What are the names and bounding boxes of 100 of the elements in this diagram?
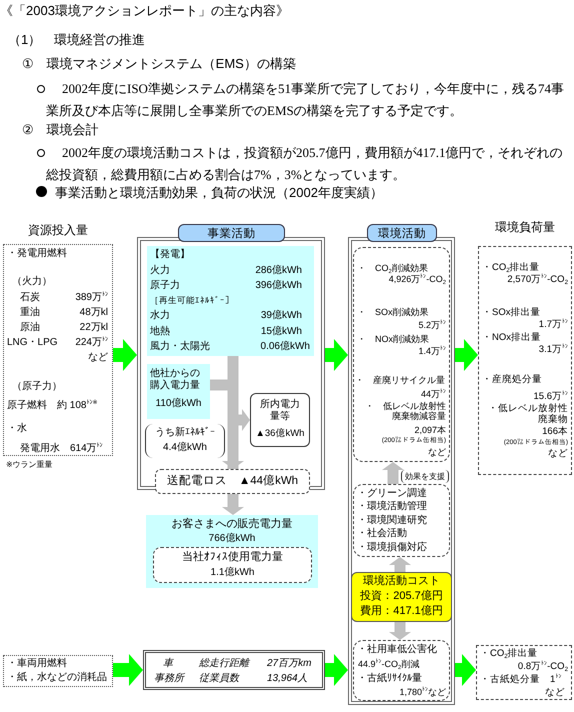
node-text: ・SOx排出量 [482, 308, 540, 319]
node-text: ・ NOx削減効果 [357, 334, 429, 344]
node-text: 風力・太陽光 [150, 341, 210, 352]
arrow [222, 494, 244, 515]
chart-heading: 事業活動と環境活動効果，負荷の状況（2002年度実績） [55, 184, 383, 202]
measure-box [353, 484, 450, 557]
node-text: 1.4万$^{ﾄﾝ}$ [418, 346, 446, 356]
arrow [455, 339, 478, 371]
node-text: 送配電ロス ▲44億kWh [166, 475, 298, 488]
node-text: （火力） [12, 276, 52, 288]
node-text: 766億kWh [208, 533, 256, 544]
node-text: 費用：417.1億円 [360, 605, 443, 618]
node-text: ・発電用燃料 [7, 248, 67, 260]
node-text: 地熱 [150, 326, 170, 338]
node-text: 【発電】 [150, 249, 190, 260]
subsection-heading: ② 環境会計 [22, 121, 99, 139]
node-text: 2,097本 [414, 425, 446, 436]
node-text: など [548, 449, 568, 460]
node-text: 39億kWh [260, 310, 302, 322]
arrow [455, 654, 476, 686]
node-text: など [88, 352, 108, 364]
office-stats-box [143, 650, 325, 690]
node-text: ・ 低レベル放射性廃棄物減容量 [364, 401, 446, 422]
arrow [325, 654, 348, 686]
tab-label: 事業活動 [178, 224, 285, 242]
arrow [389, 557, 411, 572]
section-heading: （1） 環境経営の推進 [8, 31, 146, 49]
node-text: 原油 [20, 322, 40, 334]
node-text: ・CO$_{2}$排出量 [482, 263, 540, 274]
purchase-box [147, 364, 210, 419]
office-box [153, 547, 312, 583]
node-text: 投資：205.7億円 [360, 590, 443, 603]
node-text: ・ SOx削減効果 [357, 307, 429, 318]
node-text: ・グリーン調達 [357, 488, 427, 500]
arrow [382, 462, 404, 484]
node-text: など [428, 447, 446, 458]
node-text: 当社ｵﾌｨｽ使用電力量 [182, 551, 283, 564]
node-text: 27百万km [267, 658, 312, 670]
node-text: ・紙，水などの消耗品 [7, 672, 107, 684]
node-text: 2,570万$^{ﾄﾝ}$-CO$_{2}$ [507, 275, 568, 286]
node-text: 3.1万$^{ﾄﾝ}$ [538, 345, 568, 356]
node-text: 44万$^{ﾄﾝ}$ [420, 389, 446, 400]
node-text: 重油 [20, 307, 40, 318]
node-text: 4.4億kWh [163, 442, 207, 454]
node-text: お客さまへの販売電力量 [172, 518, 292, 531]
node-text: 0.06億kWh [260, 341, 310, 352]
sales-box [146, 515, 318, 588]
node-text: ・NOx排出量 [482, 333, 541, 344]
node-text: ・産廃処分量 [482, 375, 542, 386]
arrow [325, 339, 348, 371]
input-box [3, 655, 113, 687]
node-text: 火力 [150, 265, 170, 276]
node-text: など [545, 688, 565, 699]
node-text: 110億kWh [156, 398, 202, 410]
node-text: 石炭 [20, 292, 40, 304]
node-text: ・水 [7, 423, 27, 434]
node-text: 166本 [542, 427, 568, 438]
arrow [113, 654, 143, 686]
node-text: 原子力 [150, 280, 180, 292]
node-text: 総走行距離 [199, 658, 249, 670]
edge-label: 効果を支援 [401, 470, 449, 483]
node-text: ・車両用燃料 [7, 658, 67, 670]
node-text: 車 [163, 658, 173, 670]
node-text: ・低レベル放射性廃棄物 [487, 404, 568, 426]
node-text: 224万$^{ﾄﾝ}$ [75, 337, 108, 348]
node-text: 0.8万$^{ﾄﾝ}$-CO$_{2}$ [518, 662, 568, 673]
node-text: ・古紙ﾘｻｲｸﾙ量 [357, 673, 422, 684]
node-text: 396億kWh [255, 280, 302, 292]
node-text: 1.1億kWh [210, 567, 254, 578]
node-text: 15億kWh [260, 326, 302, 338]
node-text: 従業員数 [199, 673, 239, 684]
node-text: ・ CO$_{2}$削減効果 [357, 263, 428, 274]
node-text: ・環境損傷対応 [357, 542, 427, 554]
paragraph: 2002年度にISO準拠システムの構築を51事業所で完了しており，今年度中に，残る74事業所及び本店等に展開し全事業所でのEMSの構築を完了する予定です。 [46, 80, 565, 120]
arrow [389, 622, 411, 640]
footnote: ※ウラン重量 [6, 459, 53, 470]
tab-label: 環境活動 [367, 224, 437, 242]
node-text: 389万$^{ﾄﾝ}$ [75, 292, 108, 304]
node-text: 4,926万$^{ﾄﾝ}$-CO$_{2}$ [388, 274, 446, 284]
title: 《「2003環境アクションレポート」の主な内容》 [0, 2, 289, 20]
node-text: ・環境関連研究 [357, 515, 427, 526]
subsection-heading: ① 環境マネジメントシステム（EMS）の構築 [22, 55, 296, 73]
node-text: 286億kWh [255, 265, 302, 276]
node-text: 48万kl [80, 307, 108, 318]
paragraph: 2002年度の環境活動コストは，投資額が205.7億円，費用額が417.1億円で，それぞれの総投資額，総費用額に占める割合は7%，3%となっています。 [46, 144, 564, 184]
loss-box [155, 469, 310, 494]
node-text: LNG・LPG [7, 337, 58, 348]
node-text: ・古紙処分量 1$^{ﾄﾝ}$ [480, 675, 562, 686]
cost-box [351, 572, 452, 622]
column-heading: 環境負荷量 [495, 221, 555, 235]
node-text: 発電用水 614万$^{ﾄﾝ}$ [20, 443, 103, 454]
node-text: 15.6万$^{ﾄﾝ}$ [534, 392, 568, 403]
office-effect-box [353, 640, 450, 701]
node-text: ・ 産廃リサイクル量 [355, 375, 445, 386]
column-heading: 資源投入量 [28, 224, 88, 238]
node-text: 原子燃料 約 108$^{ﾄﾝ※}$ [7, 400, 98, 412]
node-text: 水力 [150, 310, 170, 322]
node-text: 他社からの購入電力量 [150, 368, 201, 391]
node-text: 22万kl [80, 322, 108, 334]
node-text: 1,780$^{ﾄﾝ}$など [399, 687, 446, 698]
